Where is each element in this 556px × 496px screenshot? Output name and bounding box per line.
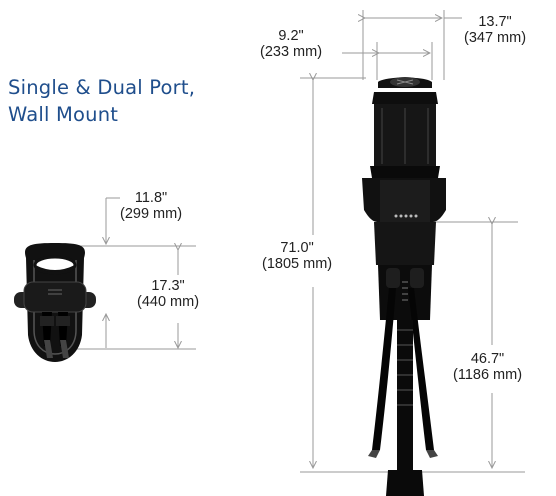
- pedestal-outer-width-label: 13.7" (347 mm): [464, 14, 526, 46]
- pedestal-mount-height-in: 46.7": [470, 351, 505, 367]
- pedestal-outer-width-mm: (347 mm): [464, 30, 527, 46]
- diagram-title: Single & Dual Port, Wall Mount: [8, 74, 195, 128]
- wall-mount-height-mm: (440 mm): [137, 294, 200, 310]
- wall-mount-depth-mm: (299 mm): [120, 206, 183, 222]
- wall-mount-depth-in: 11.8": [134, 190, 168, 206]
- pedestal-unit: [362, 77, 446, 496]
- title-line-1: Single & Dual Port,: [8, 76, 196, 99]
- pedestal-inner-width-in: 9.2": [278, 28, 304, 44]
- pedestal-mount-height-mm: (1186 mm): [453, 367, 523, 383]
- pedestal-total-height-mm: (1805 mm): [262, 256, 333, 272]
- pedestal-outer-width-in: 13.7": [478, 14, 512, 30]
- pedestal-mount-height-label: 46.7" (1186 mm): [453, 351, 522, 383]
- pedestal-inner-width-mm: (233 mm): [260, 44, 323, 60]
- pedestal-total-height-label: 71.0" (1805 mm): [262, 240, 332, 272]
- wall-mount-height-in: 17.3": [151, 278, 185, 294]
- wall-mount-height-label: 17.3" (440 mm): [137, 278, 199, 310]
- title-line-2: Wall Mount: [8, 103, 119, 126]
- wall-mount-unit: [14, 243, 96, 362]
- pedestal-inner-width-label: 9.2" (233 mm): [260, 28, 322, 60]
- pedestal-total-height-in: 71.0": [280, 240, 314, 256]
- wall-mount-depth-label: 11.8" (299 mm): [120, 190, 182, 222]
